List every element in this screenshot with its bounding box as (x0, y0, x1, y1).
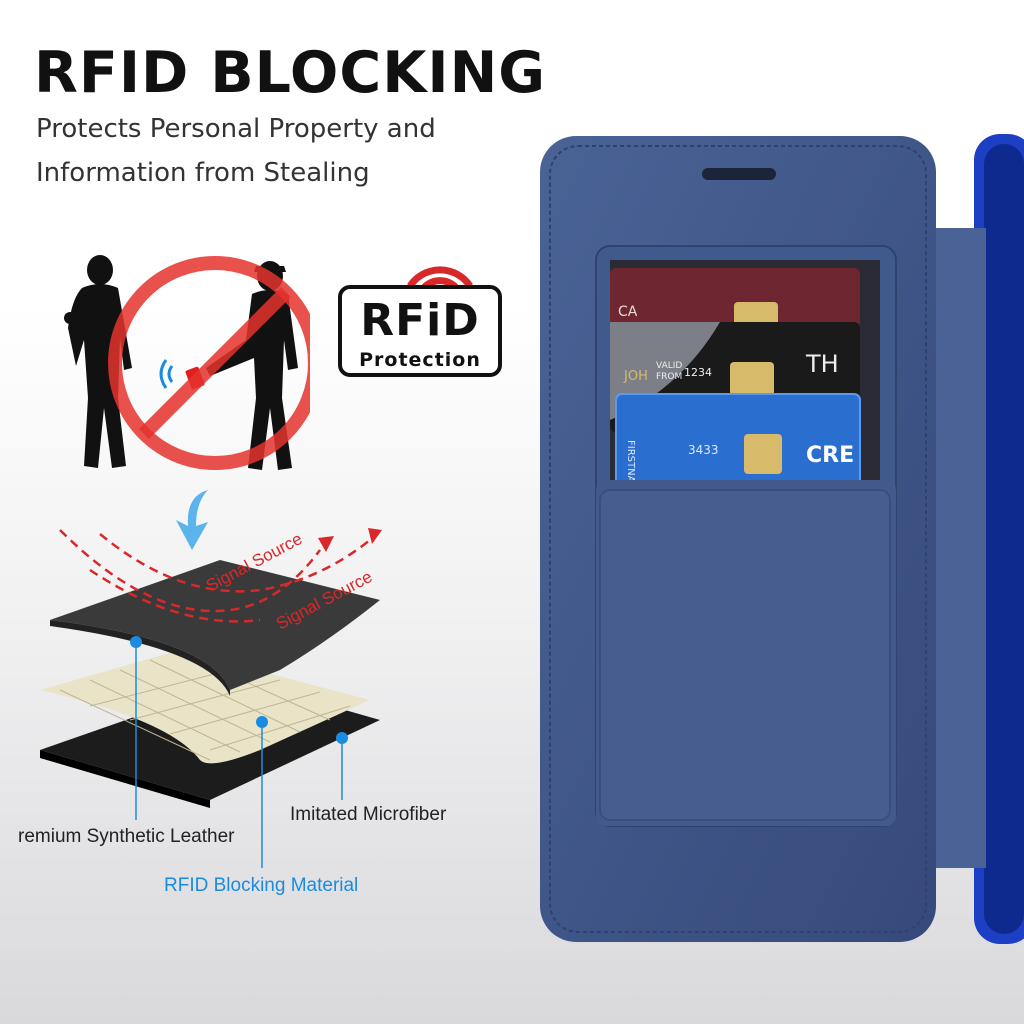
prohibition-icon (108, 256, 310, 470)
rfid-protection-badge: RFiD Protection (338, 285, 502, 377)
microfiber-layer (50, 560, 380, 690)
card-front (616, 394, 860, 490)
card-middle-from: FROM (656, 372, 682, 382)
label-imitated-microfiber: Imitated Microfiber (290, 804, 447, 825)
rfid-layer-diagram: Signal Source Signal Source (40, 528, 382, 868)
layer-marker-top (130, 636, 142, 648)
card-front-name: FIRSTNA (625, 440, 636, 483)
label-synthetic-leather: remium Synthetic Leather (18, 826, 235, 847)
layer-marker-bottom (336, 732, 348, 744)
card-front-number: 3433 (688, 443, 719, 457)
blocking-mesh-layer (40, 650, 370, 764)
card-middle-valid: VALID (656, 361, 682, 371)
no-skimming-illustration (64, 255, 310, 470)
headline: RFID BLOCKING (34, 40, 547, 106)
subheadline-line-1: Protects Personal Property and (36, 114, 436, 144)
card-middle-brand: TH (805, 350, 839, 378)
badge-subtitle: Protection (359, 349, 481, 371)
phone-case-illustration: CA VALID FROM 1234 JOH TH 3433 FIRSTNA C… (540, 134, 1024, 944)
down-arrow-icon (176, 490, 208, 550)
card-middle-number: 1234 (684, 366, 712, 379)
inner-panel (599, 489, 891, 821)
card-front-brand: CRE (806, 443, 854, 468)
card-back-text: CA (618, 304, 638, 320)
badge-title: RFiD (360, 295, 480, 346)
card-middle-name: JOH (623, 369, 648, 384)
speaker-slot (702, 168, 776, 180)
subheadline-line-2: Information from Stealing (36, 158, 370, 188)
layer-marker-middle (256, 716, 268, 728)
label-rfid-blocking-material: RFID Blocking Material (164, 875, 359, 896)
skimming-wave-icon (159, 359, 174, 389)
